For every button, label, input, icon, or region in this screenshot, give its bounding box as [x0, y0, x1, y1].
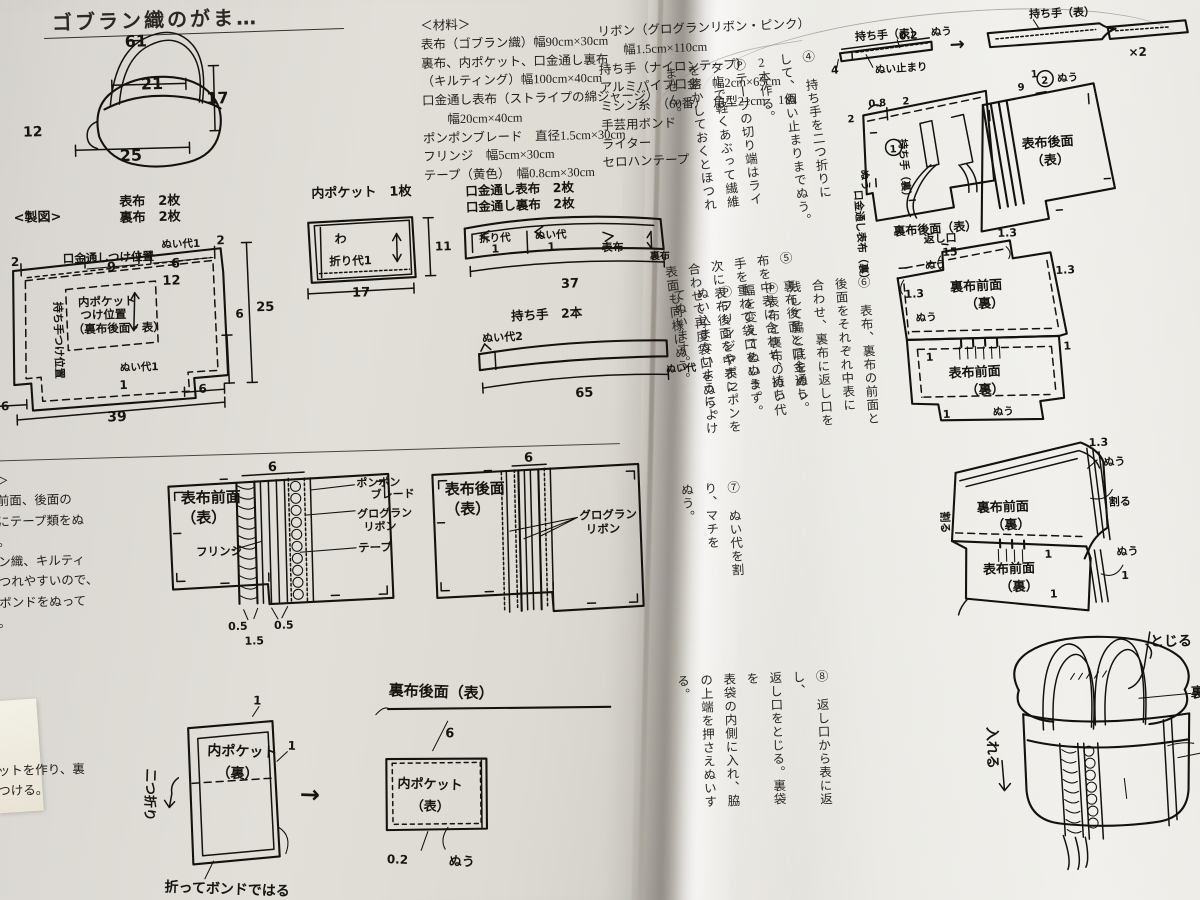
step-text-line: ⑧ 返し口から表に返し、 [790, 669, 833, 807]
right-step-7-text: ⑦ ぬい代を割り、マチをぬう。 [674, 480, 748, 579]
step-text-line: 返し口をとじる。裏袋を [744, 670, 786, 807]
howto-step-1: ＜作り方＞ ①表布の前面、後面の それぞれにテープ類をぬ いつける。 Ⓟゴブラン… [0, 468, 150, 635]
right-step-6-text: ⑥ 表布、裏布の前面と後面をそれぞれ中表に合わせ、裏布に返し口を残して脇と底をぬ… [666, 275, 887, 479]
page-title: ゴブラン織のがま… [51, 5, 260, 35]
step-text-line: 表袋の内側に入れ、脇 [720, 672, 740, 808]
step-text-line: ⑦ ぬい代を割り、マチを [701, 480, 744, 578]
right-step-4-text: ④ 持ち手を二つ折りにして、ぬい止まりまでぬう。2本作る。Ⓟテープの切り端はライ… [657, 49, 842, 263]
step-text-line: の上端を押さえぬいする。 [674, 673, 717, 809]
howto-step-2: ②内ポケットを作り、裏 布後面につける。 [0, 758, 148, 803]
right-step-8-text: ⑧ 返し口から表に返し、返し口をとじる。裏袋を表袋の内側に入れ、脇の上端を押さえ… [670, 669, 837, 815]
